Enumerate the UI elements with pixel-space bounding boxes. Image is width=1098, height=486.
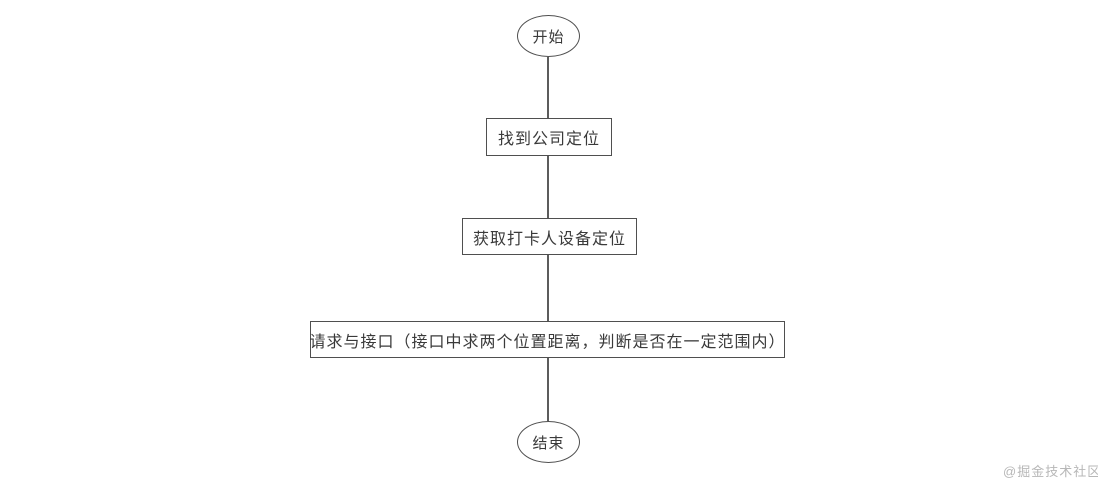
- connector-step3-to-end: [547, 358, 549, 421]
- flow-node-start-label: 开始: [532, 28, 565, 46]
- flow-node-start: 开始: [517, 15, 580, 57]
- flow-node-get-device-location-label: 获取打卡人设备定位: [472, 230, 626, 248]
- connector-step2-to-step3: [547, 255, 549, 321]
- flow-node-request-api: 请求与接口（接口中求两个位置距离，判断是否在一定范围内）: [310, 321, 785, 358]
- flow-node-find-company-location: 找到公司定位: [486, 118, 612, 156]
- connector-step1-to-step2: [547, 156, 549, 218]
- flow-node-end: 结束: [517, 421, 580, 463]
- flow-node-get-device-location: 获取打卡人设备定位: [462, 218, 637, 255]
- flow-node-find-company-location-label: 找到公司定位: [497, 131, 600, 148]
- flow-node-end-label: 结束: [532, 434, 565, 452]
- connector-start-to-step1: [547, 57, 549, 118]
- flow-node-request-api-label: 请求与接口（接口中求两个位置距离，判断是否在一定范围内）: [309, 333, 786, 351]
- juejin-watermark: @掘金技术社区: [1003, 464, 1098, 479]
